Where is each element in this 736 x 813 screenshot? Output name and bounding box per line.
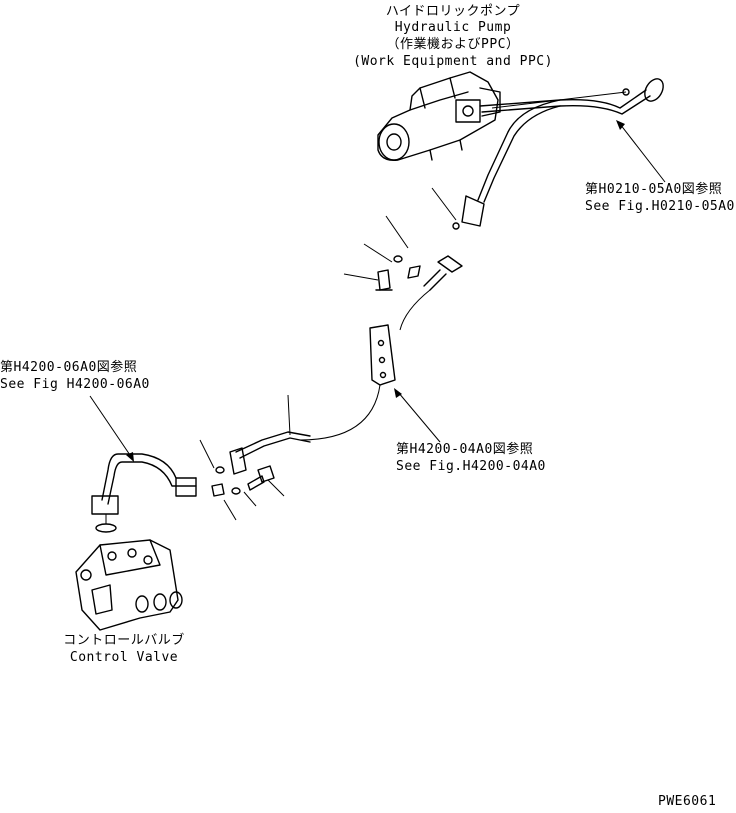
pump-name-en: Hydraulic Pump <box>394 20 512 35</box>
leader-lines <box>199 187 457 521</box>
control-valve-pipe <box>91 453 197 533</box>
ref-h4200-04-jp: 第H4200-04A0図参照 <box>396 442 534 457</box>
drawing-code: PWE6061 <box>658 794 717 809</box>
hydraulic-pump <box>377 71 501 161</box>
pump-sub-en: (Work Equipment and PPC) <box>353 54 553 69</box>
pump-return-pipe <box>452 99 561 230</box>
ref-h4200-06-jp: 第H4200-06A0図参照 <box>0 360 138 375</box>
pump-outlet-pipe <box>479 78 664 115</box>
pump-name-jp: ハイドロリックポンプ <box>385 4 521 19</box>
ref-h4200-06-en: See Fig H4200-06A0 <box>0 377 150 392</box>
ref-h4200-04-en: See Fig.H4200-04A0 <box>396 459 546 474</box>
ref-h0210-jp: 第H0210-05A0図参照 <box>585 182 723 197</box>
hose-assembly <box>375 255 463 331</box>
valve-name-jp: コントロールバルブ <box>63 633 185 648</box>
reference-arrows <box>89 120 666 462</box>
valve-name-en: Control Valve <box>69 650 179 665</box>
clamp-bracket <box>299 324 396 441</box>
ref-h0210-en: See Fig.H0210-05A0 <box>585 199 735 214</box>
valve-supply-pipe <box>211 394 311 497</box>
pump-sub-jp: （作業機およびPPC） <box>386 37 520 52</box>
control-valve <box>75 539 183 631</box>
